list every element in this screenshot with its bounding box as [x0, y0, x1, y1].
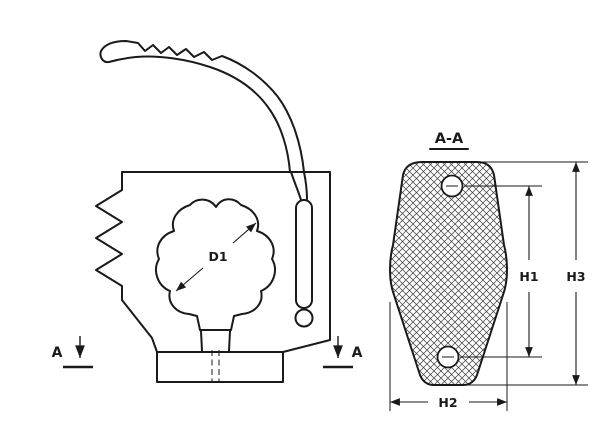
clamp-side-view: D1	[95, 40, 331, 383]
d1-label: D1	[208, 249, 227, 264]
d1-arrow-upper	[232, 222, 257, 244]
clamp-body-outline	[95, 171, 331, 353]
cut-marker-right: A	[323, 336, 363, 369]
d1-dimension: D1	[175, 222, 257, 292]
h3-dimension: H3	[466, 161, 588, 386]
h1-label: H1	[519, 269, 538, 284]
h2-dimension: H2	[389, 302, 508, 411]
section-view: A-A H1 H3 H2	[389, 131, 588, 411]
handle-body-connector-left	[290, 171, 302, 201]
handle-body-connector-right	[303, 171, 308, 200]
d1-arrow-lower	[175, 267, 204, 292]
cut-marker-left: A	[52, 336, 93, 369]
slot-wall-right	[228, 330, 231, 352]
h3-label: H3	[566, 269, 585, 284]
section-body	[389, 161, 508, 386]
cam-opening	[155, 198, 276, 331]
h2-label: H2	[438, 395, 457, 410]
slot-wall-left	[200, 330, 203, 352]
section-title: A-A	[435, 131, 464, 147]
cut-marker-right-label: A	[352, 345, 363, 361]
side-slot	[295, 199, 313, 309]
section-cut-markers: A A	[52, 336, 363, 369]
h1-dimension: H1	[460, 185, 542, 358]
side-slot-hole	[294, 308, 314, 328]
clamp-handle	[99, 40, 305, 173]
base-block	[156, 351, 284, 383]
cut-marker-left-label: A	[52, 345, 63, 361]
